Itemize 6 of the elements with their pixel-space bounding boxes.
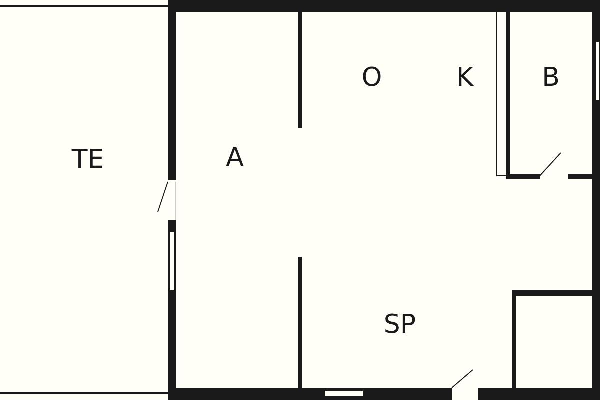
- room-label: SP: [384, 312, 416, 338]
- room-label: K: [456, 65, 474, 91]
- room-label: B: [542, 65, 560, 91]
- room-label: A: [226, 145, 244, 171]
- room-label: O: [362, 65, 382, 91]
- room-label: TE: [72, 147, 104, 173]
